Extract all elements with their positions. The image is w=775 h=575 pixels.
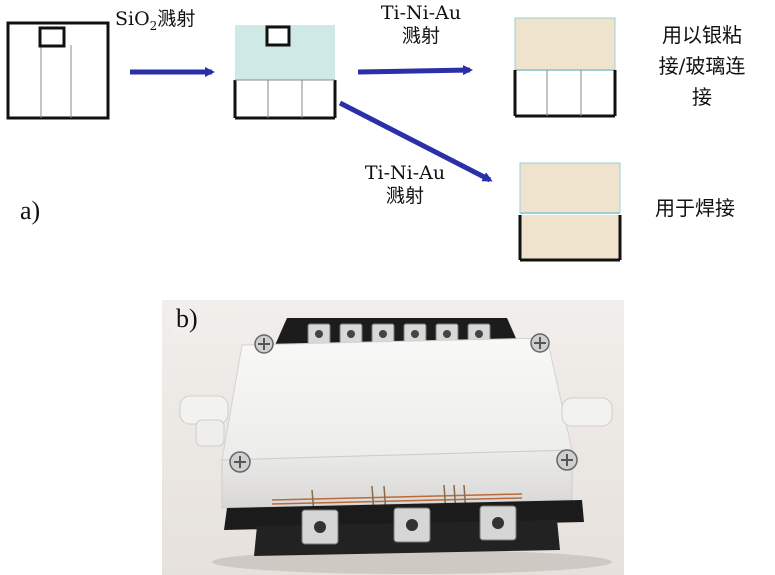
panel-b-label: b)	[172, 304, 202, 334]
panel-a-label: a)	[20, 196, 41, 225]
result1-text: 用以银粘 接/玻璃连 接	[658, 23, 746, 109]
panel-a: SiO2溅射 Ti-Ni-Au 溅射 Ti-Ni-Au 溅射 用以银粘 接/玻璃…	[0, 0, 775, 265]
step1-label: SiO2溅射	[115, 8, 196, 33]
step3-label: Ti-Ni-Au 溅射	[364, 162, 446, 207]
panel-b: b)	[162, 300, 624, 575]
substrate-sio2	[233, 25, 337, 120]
process-diagram	[6, 17, 622, 262]
step2-label: Ti-Ni-Au 溅射	[380, 2, 462, 47]
power-module-photo	[162, 300, 624, 575]
substrate-initial	[6, 21, 110, 120]
arrow-tiniau-upper	[357, 65, 473, 76]
substrate-silver-bond	[513, 17, 617, 118]
result2-text: 用于焊接	[655, 196, 735, 220]
arrow-tiniau-lower	[338, 100, 493, 183]
substrate-solder	[518, 162, 622, 262]
panel-separator	[0, 265, 775, 295]
